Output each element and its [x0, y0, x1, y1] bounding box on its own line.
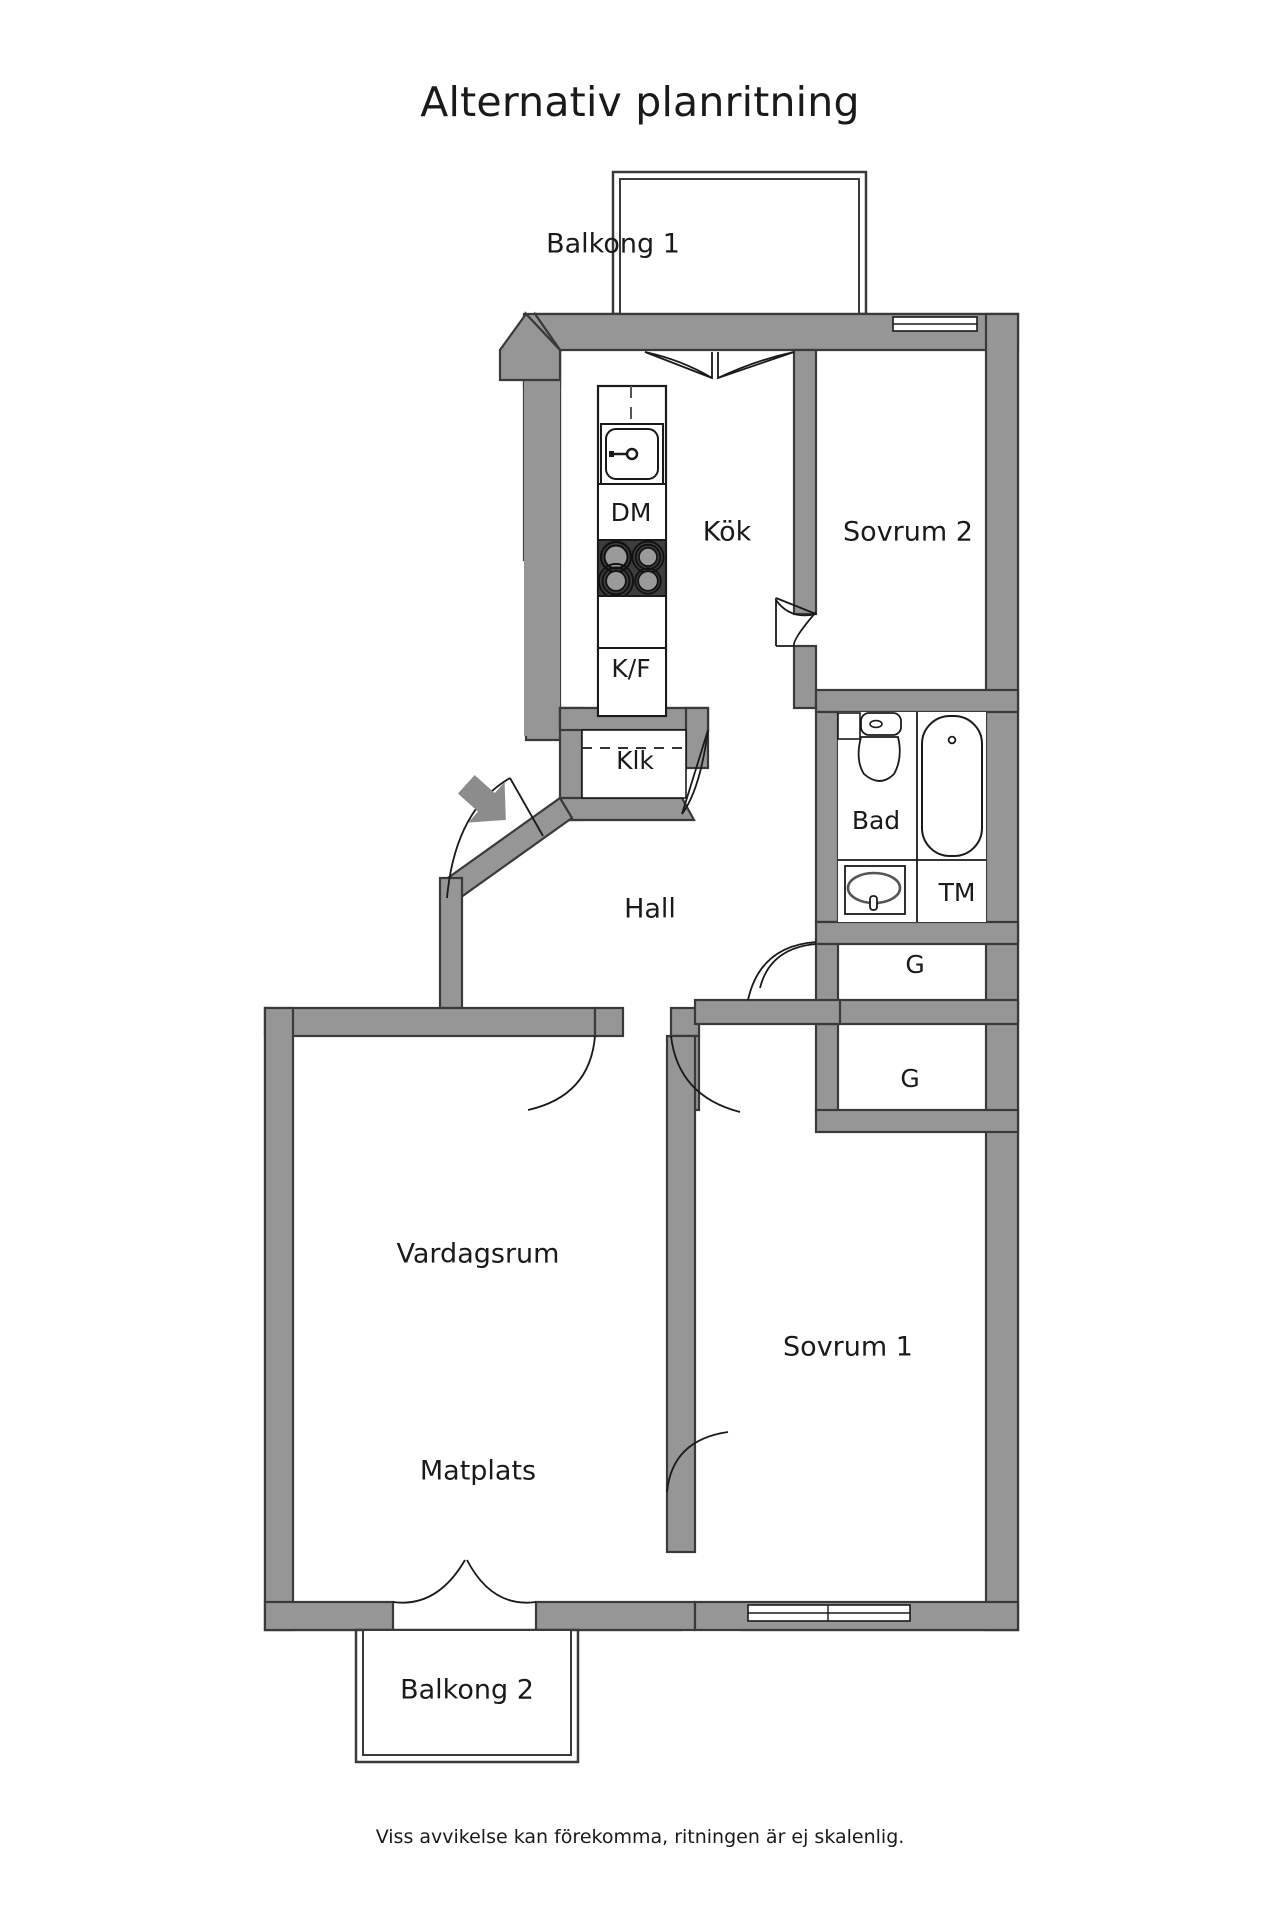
fixture-label-tm: TM: [938, 878, 976, 907]
fixture-label-kf: K/F: [611, 654, 650, 683]
room-label-klk: Klk: [616, 746, 654, 775]
kitchen-units: [596, 384, 668, 718]
toilet-icon: [857, 712, 902, 782]
door-swings: [392, 351, 817, 1604]
fixture-label-g-upper: G: [905, 950, 924, 979]
room-label-balkong-1: Balkong 1: [546, 229, 680, 260]
room-label-sovrum-2: Sovrum 2: [843, 517, 973, 548]
room-label-balkong-2: Balkong 2: [400, 1675, 534, 1706]
fixture-label-dm: DM: [611, 498, 652, 527]
room-label-vardagsrum: Vardagsrum: [397, 1239, 560, 1270]
entrance-arrow-icon: [457, 774, 506, 823]
stove-icon: [597, 539, 667, 600]
room-label-bad: Bad: [852, 806, 900, 835]
balcony-1-outline: [611, 170, 868, 316]
wash-basin-icon: [844, 865, 906, 915]
room-label-kok: Kök: [703, 517, 752, 548]
klk-interior: [581, 729, 687, 799]
kitchen-sink-icon: [600, 423, 664, 485]
bathtub-icon: [921, 715, 983, 857]
windows: [747, 316, 978, 1622]
fixture-label-g-lower: G: [900, 1064, 919, 1093]
bathroom-fixtures: [837, 712, 986, 922]
page-title: Alternativ planritning: [420, 78, 860, 126]
room-label-matplats: Matplats: [420, 1456, 536, 1487]
room-label-hall: Hall: [624, 894, 676, 925]
plan-disclaimer: Viss avvikelse kan förekomma, ritningen …: [375, 1826, 905, 1848]
dishwasher-cell: [597, 483, 667, 541]
fridge-freezer-cell: [597, 647, 667, 717]
balcony-2-outline: [354, 1628, 580, 1764]
room-label-sovrum-1: Sovrum 1: [783, 1332, 913, 1363]
